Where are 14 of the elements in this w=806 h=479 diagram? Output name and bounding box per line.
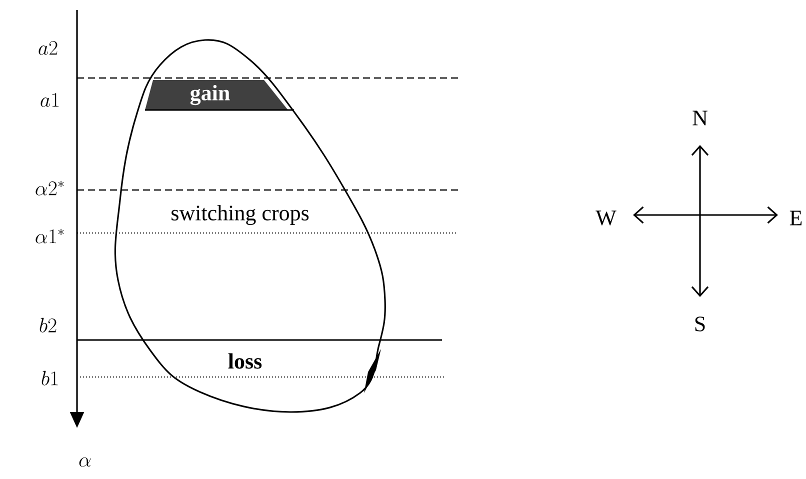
compass-label: N [692, 110, 708, 126]
region-label: gain [190, 84, 230, 106]
compass-label: W [596, 210, 616, 226]
axis-label: $\alpha 1^{*}$ [36, 228, 64, 244]
axis-label: $a2$ [38, 40, 58, 55]
axis-label: $b1$ [42, 370, 58, 386]
region-label: loss [228, 353, 262, 369]
axis-label: $\alpha 2^{*}$ [36, 180, 64, 196]
axis-label: $b2$ [40, 318, 56, 332]
compass-label: S [695, 316, 705, 332]
compass-label: E [790, 210, 802, 226]
axis-label: $a1$ [40, 92, 59, 107]
axis-label: $\alpha$ [79, 457, 91, 467]
region-label: switching crops [172, 205, 309, 225]
